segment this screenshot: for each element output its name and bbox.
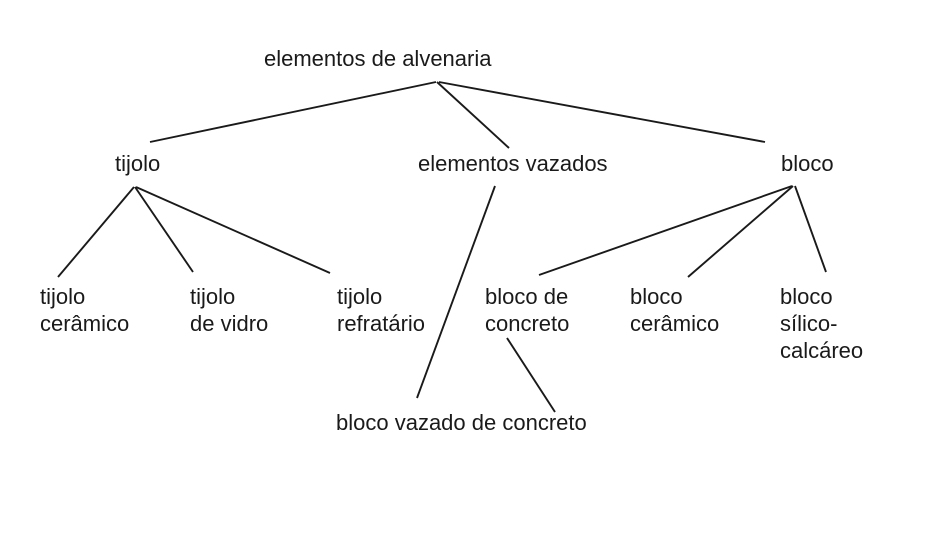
node-label-line: tijolo — [40, 284, 86, 309]
edge-bloco-de-concreto--bloco-vazado-de-concreto — [506, 337, 556, 413]
edge-bloco--bloco-de-concreto — [538, 185, 793, 276]
node-label-line: calcáreo — [780, 338, 864, 363]
edge-tijolo--tijolo-de-vidro — [134, 186, 194, 273]
edge-bloco--bloco-ceramico — [687, 185, 794, 278]
edge-elementos-de-alvenaria--elementos-vazados — [436, 81, 510, 149]
node-label-line: refratário — [337, 311, 426, 336]
node-label-line: tijolo — [337, 284, 383, 309]
edge-elementos-de-alvenaria--tijolo — [149, 81, 437, 143]
node-label-line: tijolo — [190, 284, 236, 309]
node-bloco: bloco — [781, 150, 834, 177]
node-label-line: cerâmico — [630, 311, 720, 336]
edge-bloco--bloco-silico-calcareo — [794, 185, 827, 273]
node-label-line: elementos de alvenaria — [264, 46, 492, 71]
node-label-line: cerâmico — [40, 311, 130, 336]
node-tijolo: tijolo — [115, 150, 160, 177]
edge-tijolo--tijolo-refratario — [135, 186, 331, 274]
edge-elementos-de-alvenaria--bloco — [438, 81, 766, 143]
edge-tijolo--tijolo-ceramico — [57, 186, 135, 278]
node-bloco-vazado-de-concreto: bloco vazado de concreto — [336, 409, 587, 436]
node-label-line: bloco de — [485, 284, 569, 309]
edge-elementos-vazados--bloco-vazado-de-concreto — [416, 185, 496, 399]
node-label-line: bloco — [781, 151, 834, 176]
node-label-line: bloco — [630, 284, 683, 309]
node-label-line: bloco — [780, 284, 833, 309]
node-label-line: sílico- — [780, 311, 838, 336]
node-elementos-vazados: elementos vazados — [418, 150, 608, 177]
node-label-line: concreto — [485, 311, 570, 336]
node-elementos-de-alvenaria: elementos de alvenaria — [264, 45, 491, 72]
node-label-line: elementos vazados — [418, 151, 608, 176]
node-label-line: de vidro — [190, 311, 269, 336]
node-label-line: bloco vazado de concreto — [336, 410, 587, 435]
node-label-line: tijolo — [115, 151, 161, 176]
